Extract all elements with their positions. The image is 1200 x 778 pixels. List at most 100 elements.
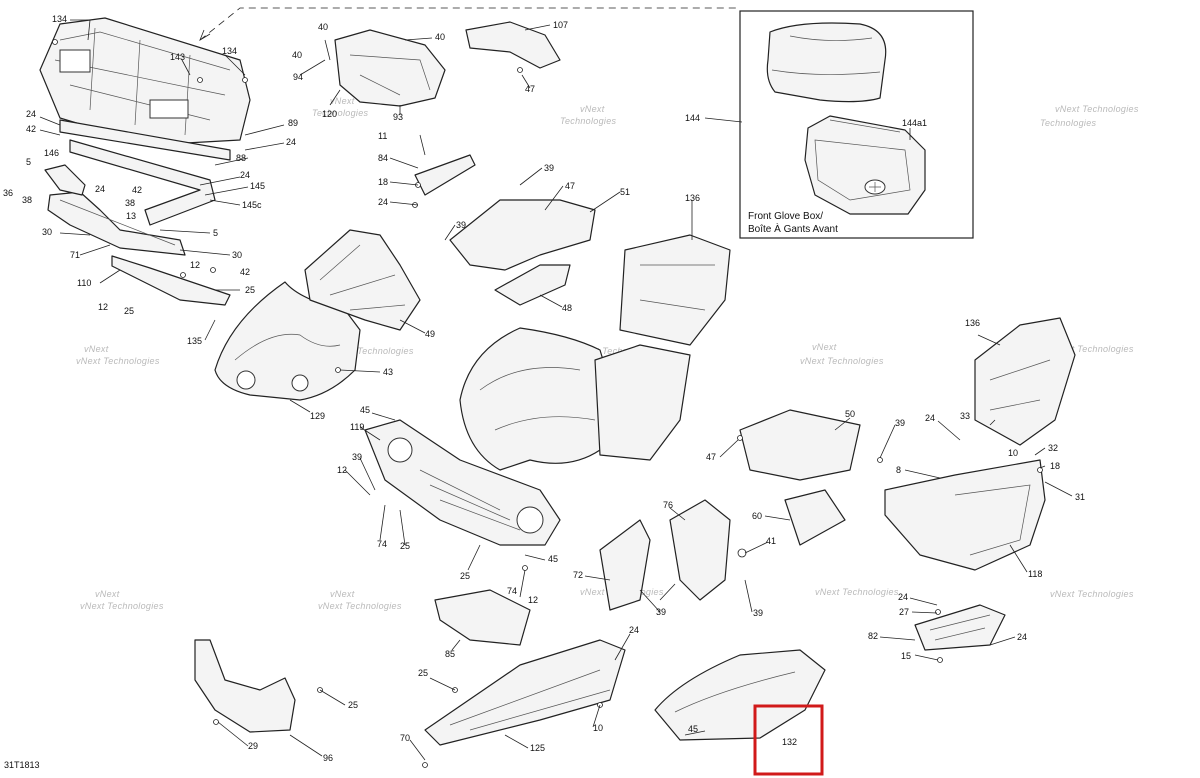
- leader: [1039, 465, 1046, 469]
- fascia-line: [59, 199, 176, 246]
- leader: [79, 244, 111, 256]
- mud-guard-132: [654, 649, 826, 741]
- callout-38: 38: [125, 198, 135, 208]
- footpeg-82: [914, 604, 1006, 651]
- front-frame-center: [304, 229, 421, 331]
- leader: [199, 176, 241, 186]
- callout-25: 25: [124, 306, 134, 316]
- leader: [1034, 447, 1046, 456]
- callout-10: 10: [1008, 448, 1018, 458]
- front-rack-assembly: [39, 17, 251, 306]
- watermark: vNext: [580, 104, 605, 114]
- watermark: Technologies: [312, 108, 369, 118]
- callout-30: 30: [42, 227, 52, 237]
- leader: [911, 611, 938, 614]
- handlebar-cover-93: [334, 29, 446, 107]
- leader: [379, 504, 386, 541]
- fastener: [422, 762, 428, 768]
- tow-hook: [44, 164, 86, 196]
- floor-ribs: [449, 669, 611, 731]
- leader: [467, 544, 481, 571]
- watermark: vNext Technologies: [1050, 589, 1134, 599]
- frame-ribs: [319, 244, 406, 311]
- right-side-panels: [884, 317, 1076, 651]
- leader: [181, 59, 191, 76]
- leader: [519, 167, 543, 186]
- callout-29: 29: [248, 741, 258, 751]
- callout-70: 70: [400, 733, 410, 743]
- panel-76: [669, 499, 731, 601]
- panel-47-51: [449, 199, 596, 271]
- leader: [289, 734, 323, 757]
- leader: [744, 541, 769, 554]
- leader: [544, 185, 564, 211]
- leader: [592, 704, 601, 728]
- rack-support-bar: [69, 139, 216, 226]
- leader: [589, 191, 621, 213]
- leader: [404, 37, 433, 41]
- callout-15: 15: [901, 651, 911, 661]
- callout-136: 136: [965, 318, 980, 328]
- upper-console: [304, 21, 596, 331]
- watermark: vNext: [330, 96, 355, 106]
- callout-88: 88: [236, 153, 246, 163]
- callout-33: 33: [960, 411, 970, 421]
- tub-rim: [829, 119, 901, 133]
- leader: [909, 597, 938, 606]
- callout-5: 5: [26, 157, 31, 167]
- leader: [214, 157, 249, 166]
- callout-25: 25: [245, 285, 255, 295]
- callout-39: 39: [352, 452, 362, 462]
- callout-30: 30: [232, 250, 242, 260]
- leader: [524, 24, 551, 31]
- leader: [204, 186, 249, 196]
- callout-110: 110: [77, 278, 91, 288]
- callout-39: 39: [656, 607, 666, 617]
- inset-reference-arrow: [199, 29, 211, 41]
- leader: [209, 199, 241, 206]
- leader: [359, 457, 376, 491]
- leader: [451, 639, 461, 651]
- leader: [719, 439, 739, 458]
- leader: [289, 399, 311, 413]
- leader: [684, 730, 706, 736]
- leader: [914, 654, 939, 661]
- callout-72: 72: [573, 570, 583, 580]
- fastener: [877, 457, 883, 463]
- grille-119: [364, 419, 561, 546]
- leader: [59, 232, 91, 236]
- leader: [444, 224, 456, 241]
- hood-headlight-left: [236, 370, 256, 390]
- grille-light-right: [516, 506, 544, 534]
- lid-rib: [789, 35, 873, 41]
- callout-51: 51: [620, 187, 630, 197]
- callout-12: 12: [98, 302, 108, 312]
- watermark: vNext Technologies: [76, 356, 160, 366]
- callout-93: 93: [393, 112, 403, 122]
- callout-132: 132: [782, 737, 797, 747]
- callout-24: 24: [286, 137, 296, 147]
- fastener: [210, 267, 216, 273]
- leader: [159, 229, 211, 234]
- cover-detail: [349, 54, 431, 96]
- callout-145: 145: [250, 181, 265, 191]
- leader: [244, 142, 285, 151]
- fastener: [935, 609, 941, 615]
- callout-12: 12: [337, 465, 347, 475]
- fastener: [737, 435, 743, 441]
- lower-panels: [194, 639, 826, 746]
- callout-43: 43: [383, 367, 393, 377]
- callout-18: 18: [378, 177, 388, 187]
- callout-74: 74: [507, 586, 517, 596]
- fastener: [335, 367, 341, 373]
- callout-25: 25: [460, 571, 470, 581]
- callout-74: 74: [377, 539, 387, 549]
- leader: [989, 419, 996, 426]
- callout-145c: 145c: [242, 200, 262, 210]
- callout-24: 24: [378, 197, 388, 207]
- panel-72: [599, 519, 651, 611]
- side-panel-detail: [639, 264, 715, 311]
- rack-cutout: [59, 49, 91, 73]
- diagram-id: 31T1813: [4, 760, 40, 770]
- leader: [419, 134, 426, 156]
